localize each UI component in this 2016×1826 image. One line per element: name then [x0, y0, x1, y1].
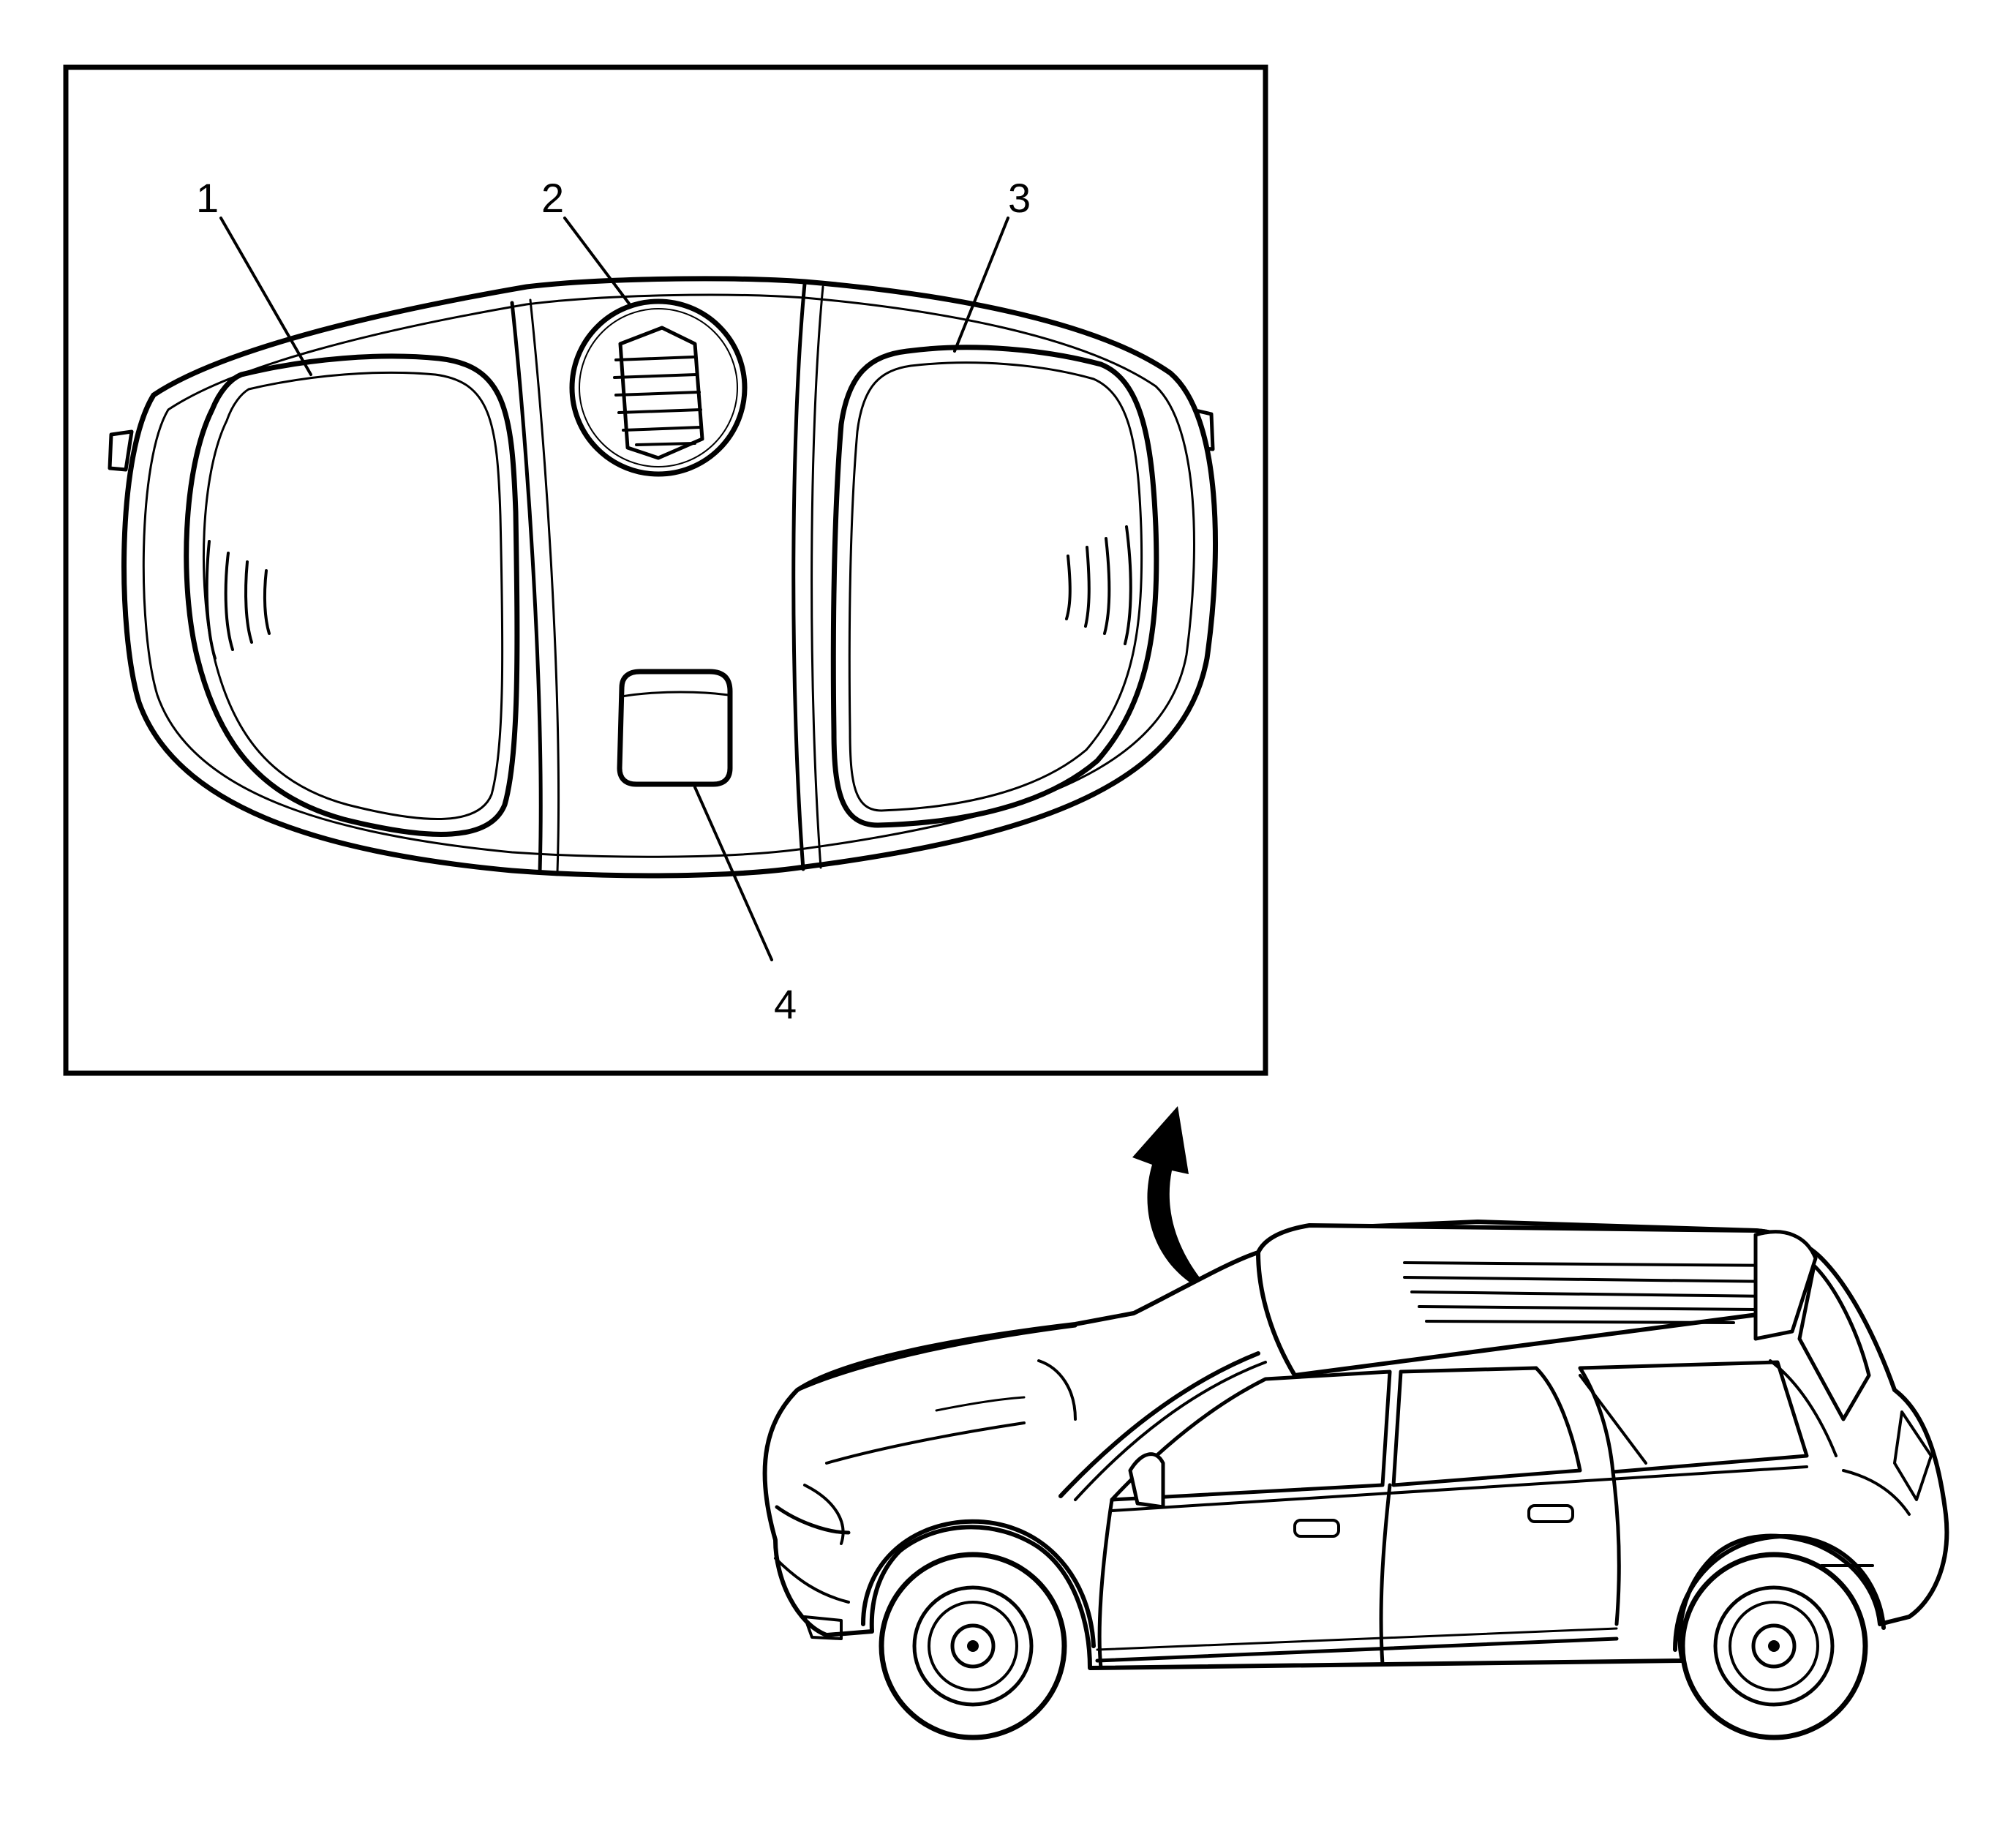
callout-1: 1 [196, 175, 219, 221]
callout-2: 2 [541, 175, 564, 221]
map-lamp-left [184, 353, 520, 837]
console-housing [121, 276, 1218, 879]
rear-wheel [1680, 1552, 1868, 1740]
location-arrow [1132, 1106, 1216, 1296]
sensor-grille [569, 298, 748, 477]
front-wheel [879, 1552, 1067, 1740]
callout-3: 3 [1008, 175, 1031, 221]
map-lamp-right [830, 345, 1159, 828]
callout-4: 4 [774, 981, 797, 1027]
leader-lines [219, 217, 1009, 961]
overhead-console [108, 276, 1218, 879]
vehicle-suv [762, 1220, 1949, 1740]
console-button [617, 669, 733, 787]
